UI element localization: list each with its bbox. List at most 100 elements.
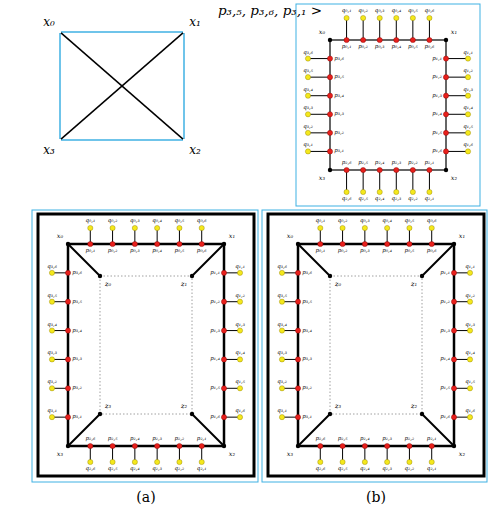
- red-port: [318, 443, 323, 448]
- red-port: [427, 37, 432, 42]
- vertex-dot: [190, 412, 194, 416]
- yellow-port: [465, 75, 470, 80]
- port-label: p₃,₆: [72, 270, 82, 276]
- port-label: p₂,₂: [408, 160, 418, 166]
- vertex-label: x₃: [287, 451, 293, 458]
- red-port: [407, 443, 412, 448]
- red-port: [318, 241, 323, 246]
- graph-vertex: x₂: [183, 139, 185, 141]
- port-label: p₃,₁: [302, 414, 312, 420]
- port-label: p₀,₆: [197, 248, 207, 254]
- port-wire: [412, 170, 413, 192]
- red-port: [155, 443, 160, 448]
- corner-link: [298, 414, 330, 446]
- subfigure-caption: (b): [366, 490, 386, 504]
- port-label: q₂,₆: [342, 196, 352, 202]
- port-label: q₂,₁: [197, 466, 207, 472]
- port-label: q₁,₁: [463, 50, 473, 56]
- corner-link: [68, 244, 100, 276]
- corner-link: [422, 414, 454, 446]
- vertex-dot: [66, 444, 70, 448]
- vertex-label: z₂: [411, 403, 417, 410]
- vertex-dot: [328, 274, 332, 278]
- port-label: q₀,₂: [338, 218, 348, 224]
- port-label: q₂,₂: [175, 466, 185, 472]
- port-label: p₂,₃: [382, 436, 392, 442]
- vertex-dot: [444, 168, 448, 172]
- port-label: q₀,₄: [382, 218, 392, 224]
- port-label: q₁,₂: [463, 68, 473, 74]
- port-label: q₃,₅: [303, 68, 313, 74]
- vertex-label: z₂: [181, 403, 187, 410]
- yellow-port: [407, 459, 412, 464]
- port-label: p₃,₁: [334, 149, 344, 155]
- port-wire: [446, 77, 468, 78]
- port-label: q₃,₄: [303, 87, 313, 93]
- port-label: p₂,₄: [375, 160, 385, 166]
- red-port: [295, 328, 300, 333]
- vertex-dot: [222, 242, 226, 246]
- yellow-port: [132, 225, 137, 230]
- red-port: [443, 112, 448, 117]
- yellow-port: [427, 15, 432, 20]
- port-label: p₃,₄: [334, 93, 344, 99]
- port-label: q₀,₅: [405, 218, 415, 224]
- red-port: [199, 443, 204, 448]
- port-label: p₂,₂: [405, 436, 415, 442]
- port-label: q₃,₄: [277, 322, 287, 328]
- red-port: [65, 386, 70, 391]
- boundary-frame: [296, 4, 480, 206]
- vertex-label: x₂: [229, 451, 235, 458]
- red-port: [451, 415, 456, 420]
- vertex-label: z₀: [105, 281, 111, 288]
- yellow-port: [394, 15, 399, 20]
- port-label: p₂,₁: [197, 436, 207, 442]
- red-port: [451, 328, 456, 333]
- yellow-port: [49, 328, 54, 333]
- yellow-port: [279, 299, 284, 304]
- port-label: q₁,₅: [235, 380, 245, 386]
- port-label: p₀,₄: [391, 44, 401, 50]
- port-label: q₂,₁: [427, 466, 437, 472]
- vertex-dot: [452, 242, 456, 246]
- red-port: [327, 93, 332, 98]
- port-label: p₀,₃: [360, 248, 370, 254]
- graph-edge: [61, 33, 183, 139]
- port-label: q₃,₆: [47, 264, 57, 270]
- yellow-port: [467, 386, 472, 391]
- port-label: p₁,₁: [432, 56, 442, 62]
- red-port: [221, 328, 226, 333]
- port-label: p₁,₃: [210, 328, 220, 334]
- port-label: p₂,₆: [85, 436, 95, 442]
- inner-square: [330, 276, 422, 414]
- red-port: [327, 130, 332, 135]
- yellow-port: [305, 130, 310, 135]
- yellow-port: [305, 93, 310, 98]
- port-label: q₀,₅: [175, 218, 185, 224]
- vertex-label: z₁: [181, 281, 187, 288]
- vertex-label: x₃: [43, 144, 55, 156]
- port-label: p₁,₂: [440, 299, 450, 305]
- vertex-label: x₃: [57, 451, 63, 458]
- port-label: p₁,₃: [440, 328, 450, 334]
- graph-vertex: x₃: [59, 139, 61, 141]
- yellow-port: [377, 189, 382, 194]
- yellow-port: [279, 386, 284, 391]
- port-label: q₁,₃: [463, 87, 473, 93]
- port-label: p₃,₅: [302, 299, 312, 305]
- vertex-label: x₁: [459, 233, 465, 240]
- port-label: p₂,₆: [315, 436, 325, 442]
- formula-text: p₃,₅, p₃,₆, p₃,₁ >: [218, 4, 322, 18]
- port-label: p₃,₂: [72, 386, 82, 392]
- yellow-port: [49, 386, 54, 391]
- vertex-dot: [190, 274, 194, 278]
- port-label: p₁,₆: [440, 414, 450, 420]
- yellow-port: [465, 93, 470, 98]
- vertex-dot: [98, 412, 102, 416]
- port-label: p₀,₄: [382, 248, 392, 254]
- yellow-port: [177, 225, 182, 230]
- red-port: [221, 415, 226, 420]
- port-label: p₂,₅: [338, 436, 348, 442]
- port-label: q₀,₃: [360, 218, 370, 224]
